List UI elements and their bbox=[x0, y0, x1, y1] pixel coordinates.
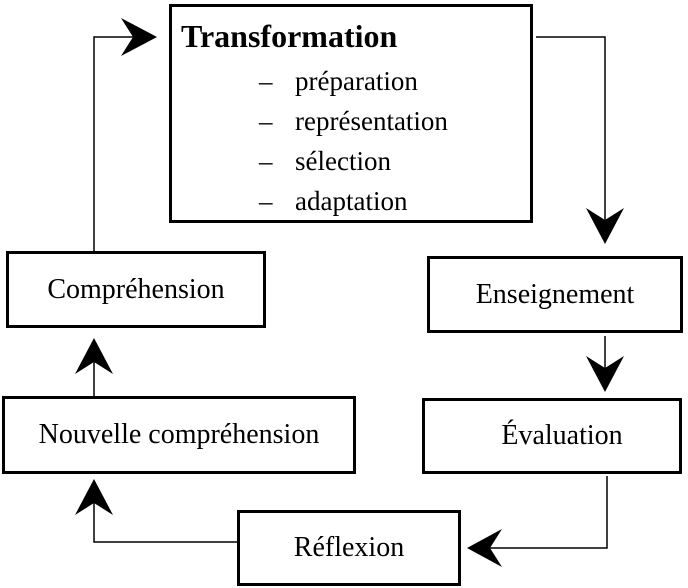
list-item: –préparation bbox=[259, 61, 448, 101]
connector-evaluation-to-reflexion bbox=[478, 476, 608, 549]
reflexion-label: Réflexion bbox=[293, 532, 405, 563]
dash-marker: – bbox=[259, 146, 273, 176]
evaluation-box: Évaluation bbox=[422, 398, 682, 474]
enseignement-label: Enseignement bbox=[475, 278, 635, 310]
list-item-label: représentation bbox=[295, 106, 448, 136]
evaluation-label: Évaluation bbox=[501, 420, 623, 451]
transformation-list: –préparation –représentation –sélection … bbox=[259, 61, 448, 221]
nouvelle-comprehension-label: Nouvelle compréhension bbox=[38, 419, 320, 450]
list-item: –adaptation bbox=[259, 181, 448, 221]
list-item-label: sélection bbox=[295, 146, 391, 176]
reflexion-box: Réflexion bbox=[237, 510, 461, 586]
comprehension-box: Compréhension bbox=[6, 251, 266, 328]
arrowhead-up-icon bbox=[75, 479, 113, 515]
arrowhead-right-icon bbox=[121, 18, 157, 56]
arrowhead-down-icon bbox=[586, 208, 624, 244]
connector-comprehension-to-transformation bbox=[93, 36, 140, 251]
arrowhead-left-icon bbox=[467, 529, 502, 567]
enseignement-box: Enseignement bbox=[427, 256, 683, 333]
arrowhead-up-icon bbox=[75, 338, 113, 374]
connector-transformation-to-enseignement bbox=[536, 36, 606, 235]
list-item-label: adaptation bbox=[295, 186, 408, 216]
list-item: –représentation bbox=[259, 101, 448, 141]
list-item: –sélection bbox=[259, 141, 448, 181]
list-item-label: préparation bbox=[295, 66, 418, 96]
arrowhead-down-icon bbox=[586, 356, 624, 392]
nouvelle-comprehension-box: Nouvelle compréhension bbox=[2, 396, 356, 474]
dash-marker: – bbox=[259, 66, 273, 96]
transformation-title: Transformation bbox=[181, 18, 398, 54]
connector-reflexion-to-nouvelle bbox=[93, 492, 237, 543]
comprehension-label: Compréhension bbox=[47, 273, 225, 305]
transformation-box: Transformation –préparation –représentat… bbox=[169, 4, 533, 223]
dash-marker: – bbox=[259, 186, 273, 216]
dash-marker: – bbox=[259, 106, 273, 136]
